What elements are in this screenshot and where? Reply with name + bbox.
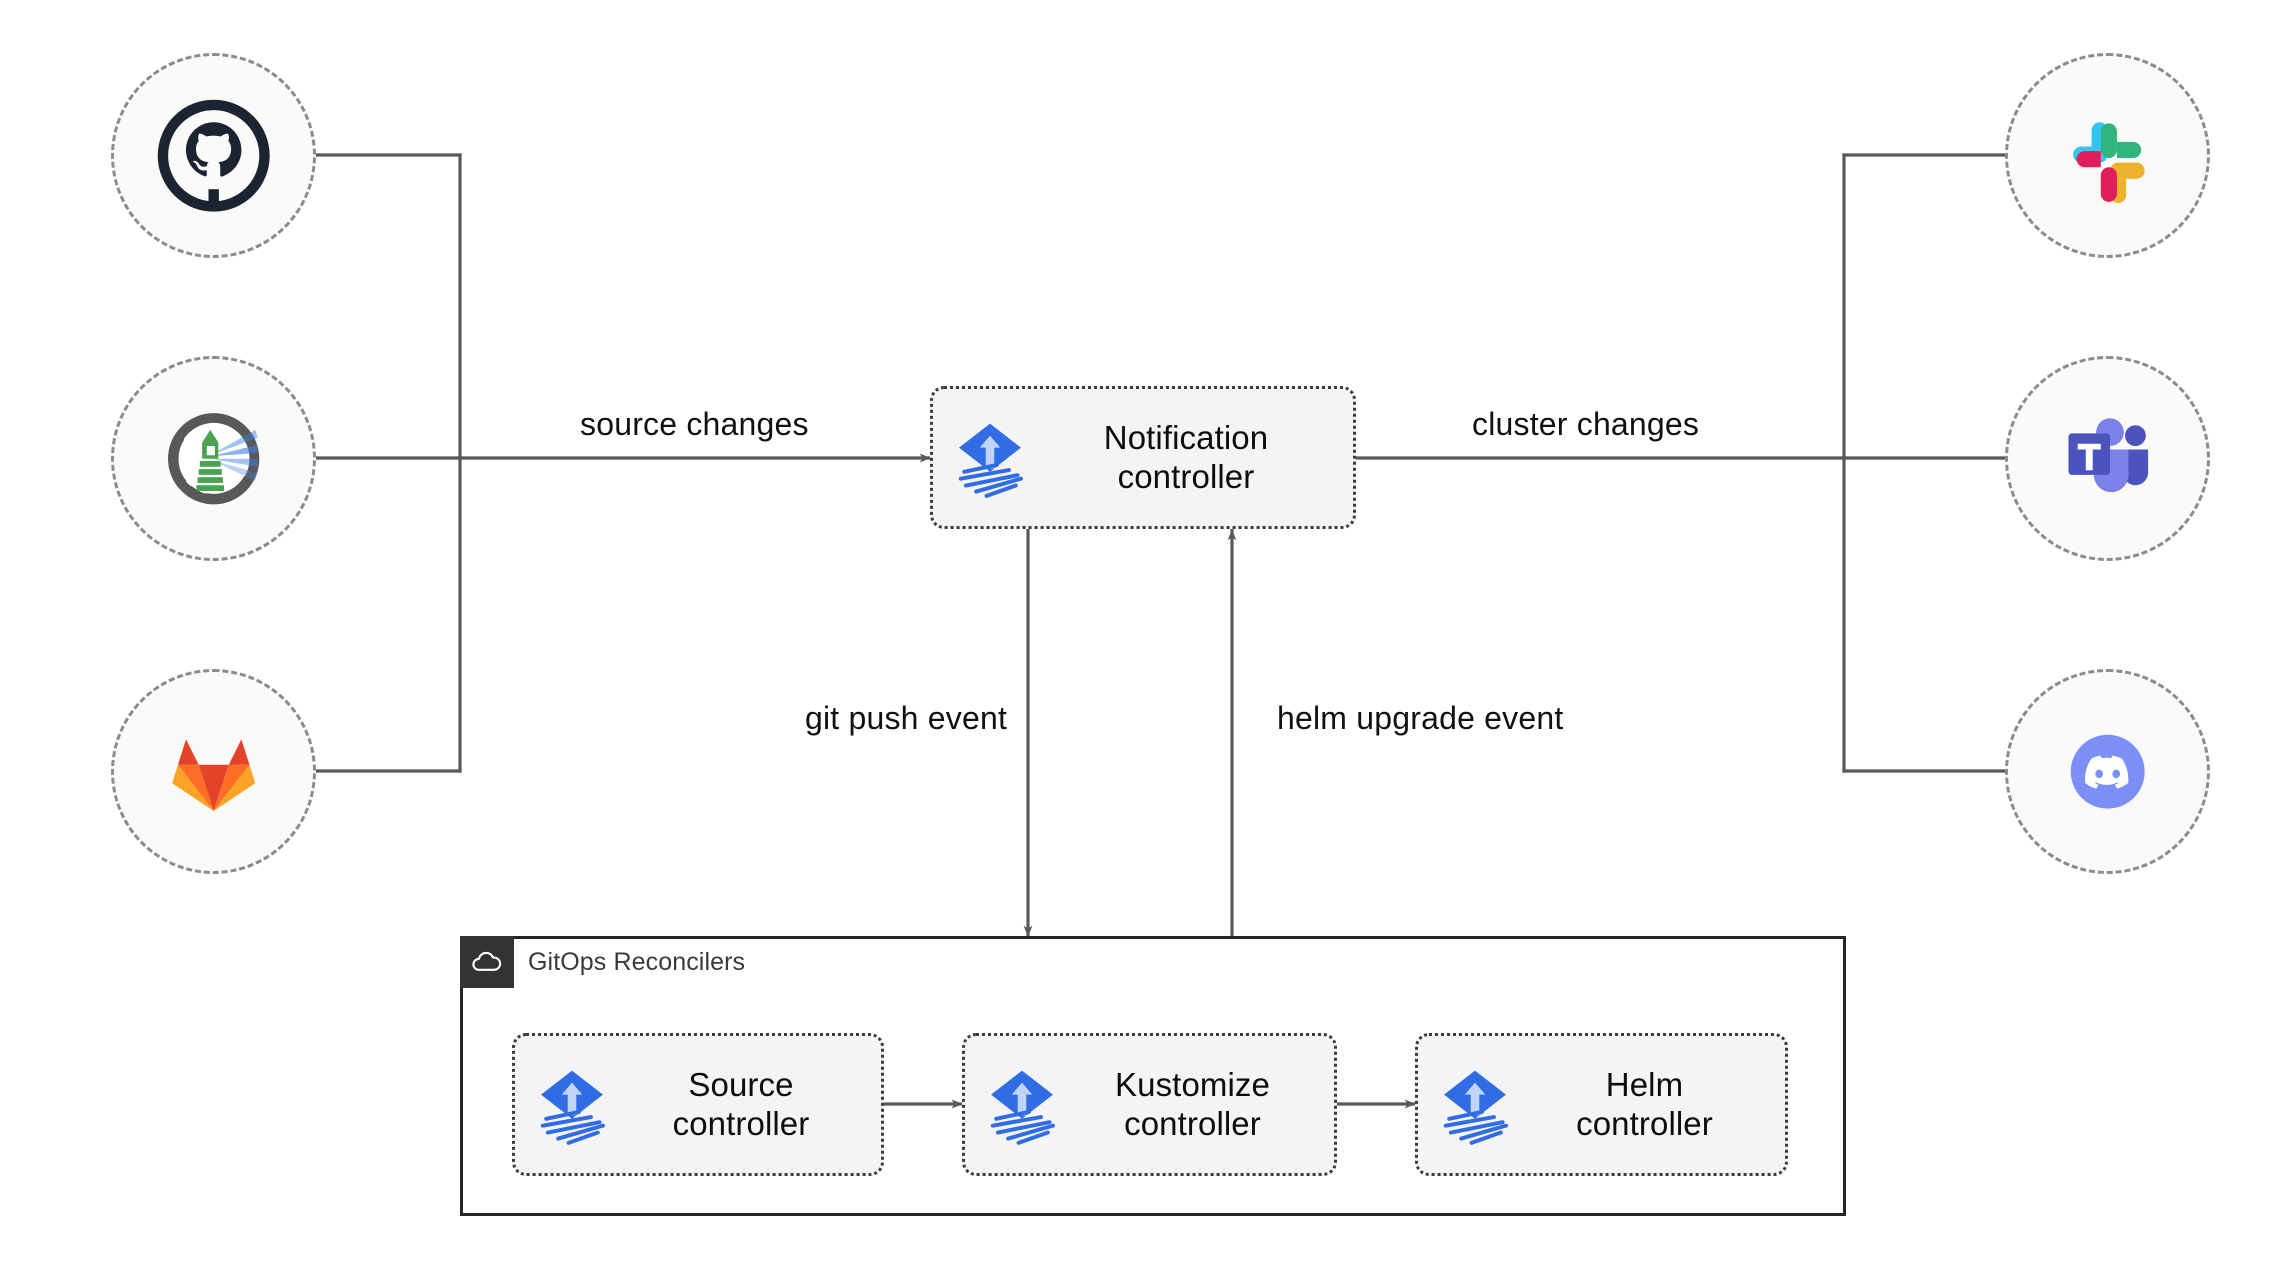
source-node-github[interactable] xyxy=(111,53,316,258)
bucket-lighthouse-icon xyxy=(167,412,260,505)
gitops-reconcilers-container xyxy=(460,936,1846,1216)
source-controller-label: Source controller xyxy=(672,1066,810,1142)
target-node-microsoft-teams[interactable] xyxy=(2005,356,2210,561)
flux-icon xyxy=(540,1070,605,1145)
gitlab-icon xyxy=(171,739,256,811)
edge-label-cluster-changes: cluster changes xyxy=(1472,406,1700,442)
source-node-bucket[interactable] xyxy=(111,356,316,561)
target-node-discord[interactable] xyxy=(2005,669,2210,874)
helm-controller-box[interactable]: Helm controller xyxy=(1415,1033,1788,1176)
slack-icon xyxy=(2072,122,2145,203)
gitops-reconcilers-title: GitOps Reconcilers xyxy=(528,948,746,976)
microsoft-teams-icon xyxy=(2068,418,2148,492)
kustomize-controller-label: Kustomize controller xyxy=(1115,1066,1270,1142)
edge-label-source-changes: source changes xyxy=(580,406,809,442)
target-node-slack[interactable] xyxy=(2005,53,2210,258)
helm-controller-label: Helm controller xyxy=(1576,1066,1713,1142)
edge-label-git-push-event: git push event xyxy=(805,700,1008,736)
cloud-icon xyxy=(472,951,502,971)
cloud-icon-badge xyxy=(460,936,514,988)
kustomize-controller-box[interactable]: Kustomize controller xyxy=(962,1033,1337,1176)
source-node-gitlab[interactable] xyxy=(111,669,316,874)
notification-controller-box[interactable]: Notification controller xyxy=(930,386,1356,529)
notification-controller-label: Notification controller xyxy=(1103,419,1269,495)
flux-icon xyxy=(990,1070,1055,1145)
flux-icon xyxy=(1443,1070,1508,1145)
edge-label-helm-upgrade-event: helm upgrade event xyxy=(1277,700,1564,736)
flux-icon xyxy=(958,423,1023,498)
discord-icon xyxy=(2070,734,2145,809)
github-icon xyxy=(157,99,270,212)
source-controller-box[interactable]: Source controller xyxy=(512,1033,884,1176)
